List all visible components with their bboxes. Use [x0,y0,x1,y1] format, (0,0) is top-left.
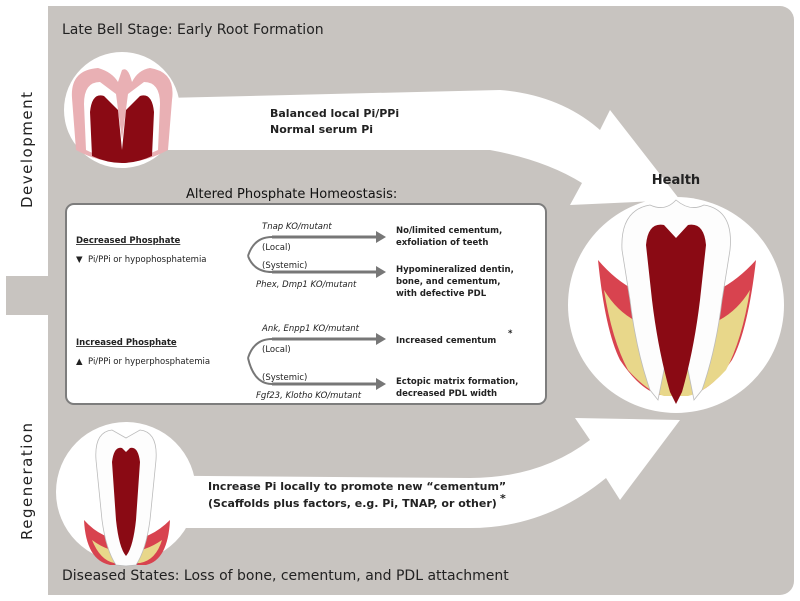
lower-arrow [80,418,680,528]
decreased-systemic-outcome-3: with defective PDL [396,289,487,299]
increased-local-gene: Ank, Enpp1 KO/mutant [261,324,360,334]
increased-heading: Increased Phosphate [76,338,177,348]
homeostasis-title: Altered Phosphate Homeostasis: [186,187,397,202]
decreased-systemic-tag: (Systemic) [262,261,307,271]
decreased-local-tag: (Local) [262,243,291,253]
homeostasis-box [65,203,547,405]
upper-arrow [80,90,680,205]
increased-local-outcome-1: Increased cementum [396,336,496,346]
top-line-2: Normal serum Pi [270,123,373,136]
development-band [6,6,48,276]
increased-local-arrow-icon [376,333,386,345]
decreased-local-arrow-icon [376,231,386,243]
increased-systemic-gene: Fgf23, Klotho KO/mutant [256,391,362,401]
increased-systemic-tag: (Systemic) [262,373,307,383]
bell-stage-tooth-illustration [64,52,180,168]
increased-local-tag: (Local) [262,345,291,355]
increased-systemic-outcome-1: Ectopic matrix formation, [396,377,518,387]
decreased-heading: Decreased Phosphate [76,236,181,246]
decreased-systemic-gene: Phex, Dmp1 KO/mutant [256,280,357,290]
decreased-systemic-outcome-1: Hypomineralized dentin, [396,265,514,275]
increased-sub: Pi/PPi or hyperphosphatemia [88,357,210,367]
decreased-down-arrow-icon: ▼ [76,255,83,265]
bottom-star: * [500,492,506,505]
decreased-systemic-outcome-2: bone, and cementum, [396,277,500,287]
bottom-line-1: Increase Pi locally to promote new “ceme… [208,480,506,493]
bottom-line-2: (Scaffolds plus factors, e.g. Pi, TNAP, … [208,497,497,510]
decreased-local-gene: Tnap KO/mutant [262,222,332,232]
increased-local-star: * [508,329,513,339]
increased-up-arrow-icon: ▲ [76,357,83,367]
decreased-local-outcome-2: exfoliation of teeth [396,238,488,248]
health-label: Health [652,173,700,188]
top-line-1: Balanced local Pi/PPi [270,107,399,120]
diseased-tooth-illustration [56,422,196,567]
increased-section: Increased Phosphate ▲ Pi/PPi or hyperpho… [76,324,518,401]
development-label: Development [18,91,36,208]
bottom-footer: Diseased States: Loss of bone, cementum,… [62,568,509,584]
increased-systemic-arrow-icon [376,378,386,390]
decreased-systemic-arrow-icon [376,266,386,278]
decreased-branch [247,236,273,273]
decreased-local-outcome-1: No/limited cementum, [396,226,502,236]
increased-systemic-outcome-2: decreased PDL width [396,389,497,399]
regeneration-band [6,315,48,595]
healthy-tooth-illustration [568,197,784,413]
decreased-sub: Pi/PPi or hypophosphatemia [88,255,207,265]
top-header: Late Bell Stage: Early Root Formation [62,22,324,38]
regeneration-label: Regeneration [18,421,36,540]
decreased-section: Decreased Phosphate ▼ Pi/PPi or hypophos… [76,222,514,299]
increased-branch [247,338,273,385]
